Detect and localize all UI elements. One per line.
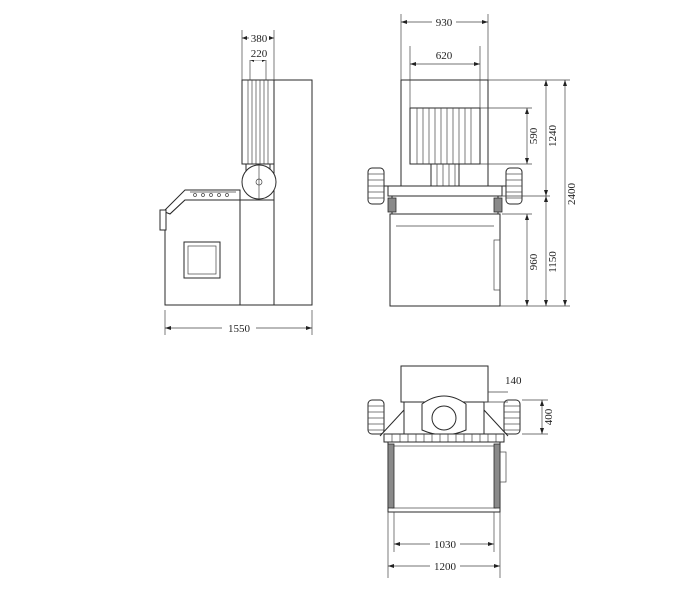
dim-front-inner-label: 620 xyxy=(436,50,453,62)
front-roller-lines xyxy=(416,108,472,164)
side-window-inner xyxy=(187,245,217,275)
dim-top-offset-label: 140 xyxy=(505,375,522,387)
dim-front-upper-height-label: 1240 xyxy=(547,125,559,148)
front-top-bar xyxy=(387,185,503,197)
side-roller-lines xyxy=(247,80,269,164)
top-view: 140 400 1030 1200 xyxy=(367,365,555,578)
side-roller xyxy=(241,79,275,165)
dim-front-lower-b-label: 1150 xyxy=(547,251,559,273)
dim-front-inner: 620 xyxy=(409,46,481,108)
dim-top-outer-width: 1200 xyxy=(387,512,501,578)
front-left-clamp xyxy=(387,197,397,213)
dim-side-top-inner-label: 220 xyxy=(251,48,268,60)
dim-top-outer-width-label: 1200 xyxy=(434,561,457,573)
dim-side-width-label: 1550 xyxy=(228,323,251,335)
dim-side-top-inner: 220 xyxy=(249,47,269,80)
dim-front-total-height-label: 2400 xyxy=(566,183,578,206)
dim-side-width: 1550 xyxy=(164,310,313,335)
front-right-handwheel xyxy=(498,167,523,205)
top-roller-disc xyxy=(431,405,457,431)
top-front-bar-hatch xyxy=(391,434,497,442)
side-view: 1550 380 220 xyxy=(159,30,313,335)
side-console-knobs xyxy=(193,193,229,197)
side-middle-column xyxy=(239,199,275,306)
top-left-handwheel xyxy=(367,399,385,435)
top-base xyxy=(387,441,501,513)
dim-front-width: 930 xyxy=(400,14,489,80)
dim-top-depth-label: 400 xyxy=(543,408,555,425)
front-base xyxy=(389,213,501,307)
top-base-right-rail xyxy=(493,443,501,509)
dim-top-offset: 140 xyxy=(484,375,522,403)
dim-top-depth: 400 xyxy=(522,399,555,435)
top-front-bar xyxy=(383,433,505,443)
side-window-outer xyxy=(183,241,221,279)
top-base-left-rail xyxy=(387,443,395,509)
dim-top-inner-width-label: 1030 xyxy=(434,539,457,551)
dim-top-inner-width: 1030 xyxy=(393,512,495,552)
top-right-handwheel xyxy=(503,399,521,435)
front-roller xyxy=(409,107,481,165)
side-console-lip xyxy=(159,209,167,231)
dim-front-upper-height: 1240 xyxy=(544,80,559,196)
front-view: 930 620 590 1240 xyxy=(367,14,578,307)
front-console-band xyxy=(391,195,499,215)
dim-front-lower-b: 1150 xyxy=(544,196,559,306)
front-base-side-panel xyxy=(493,239,501,291)
top-base-side-panel xyxy=(499,451,507,483)
dim-front-lower-a: 960 xyxy=(502,213,540,306)
dim-side-top-outer: 380 xyxy=(241,30,275,80)
dim-front-roller-height: 590 xyxy=(525,108,540,164)
front-left-handwheel xyxy=(367,167,392,205)
dim-front-width-label: 930 xyxy=(436,17,453,29)
dim-front-total-height: 2400 xyxy=(563,80,578,306)
dim-side-top-outer-label: 380 xyxy=(251,33,268,45)
side-back-column xyxy=(273,79,313,306)
front-right-clamp xyxy=(493,197,503,213)
dim-front-roller-height-label: 590 xyxy=(528,127,540,144)
dim-front-lower-a-label: 960 xyxy=(528,253,540,270)
